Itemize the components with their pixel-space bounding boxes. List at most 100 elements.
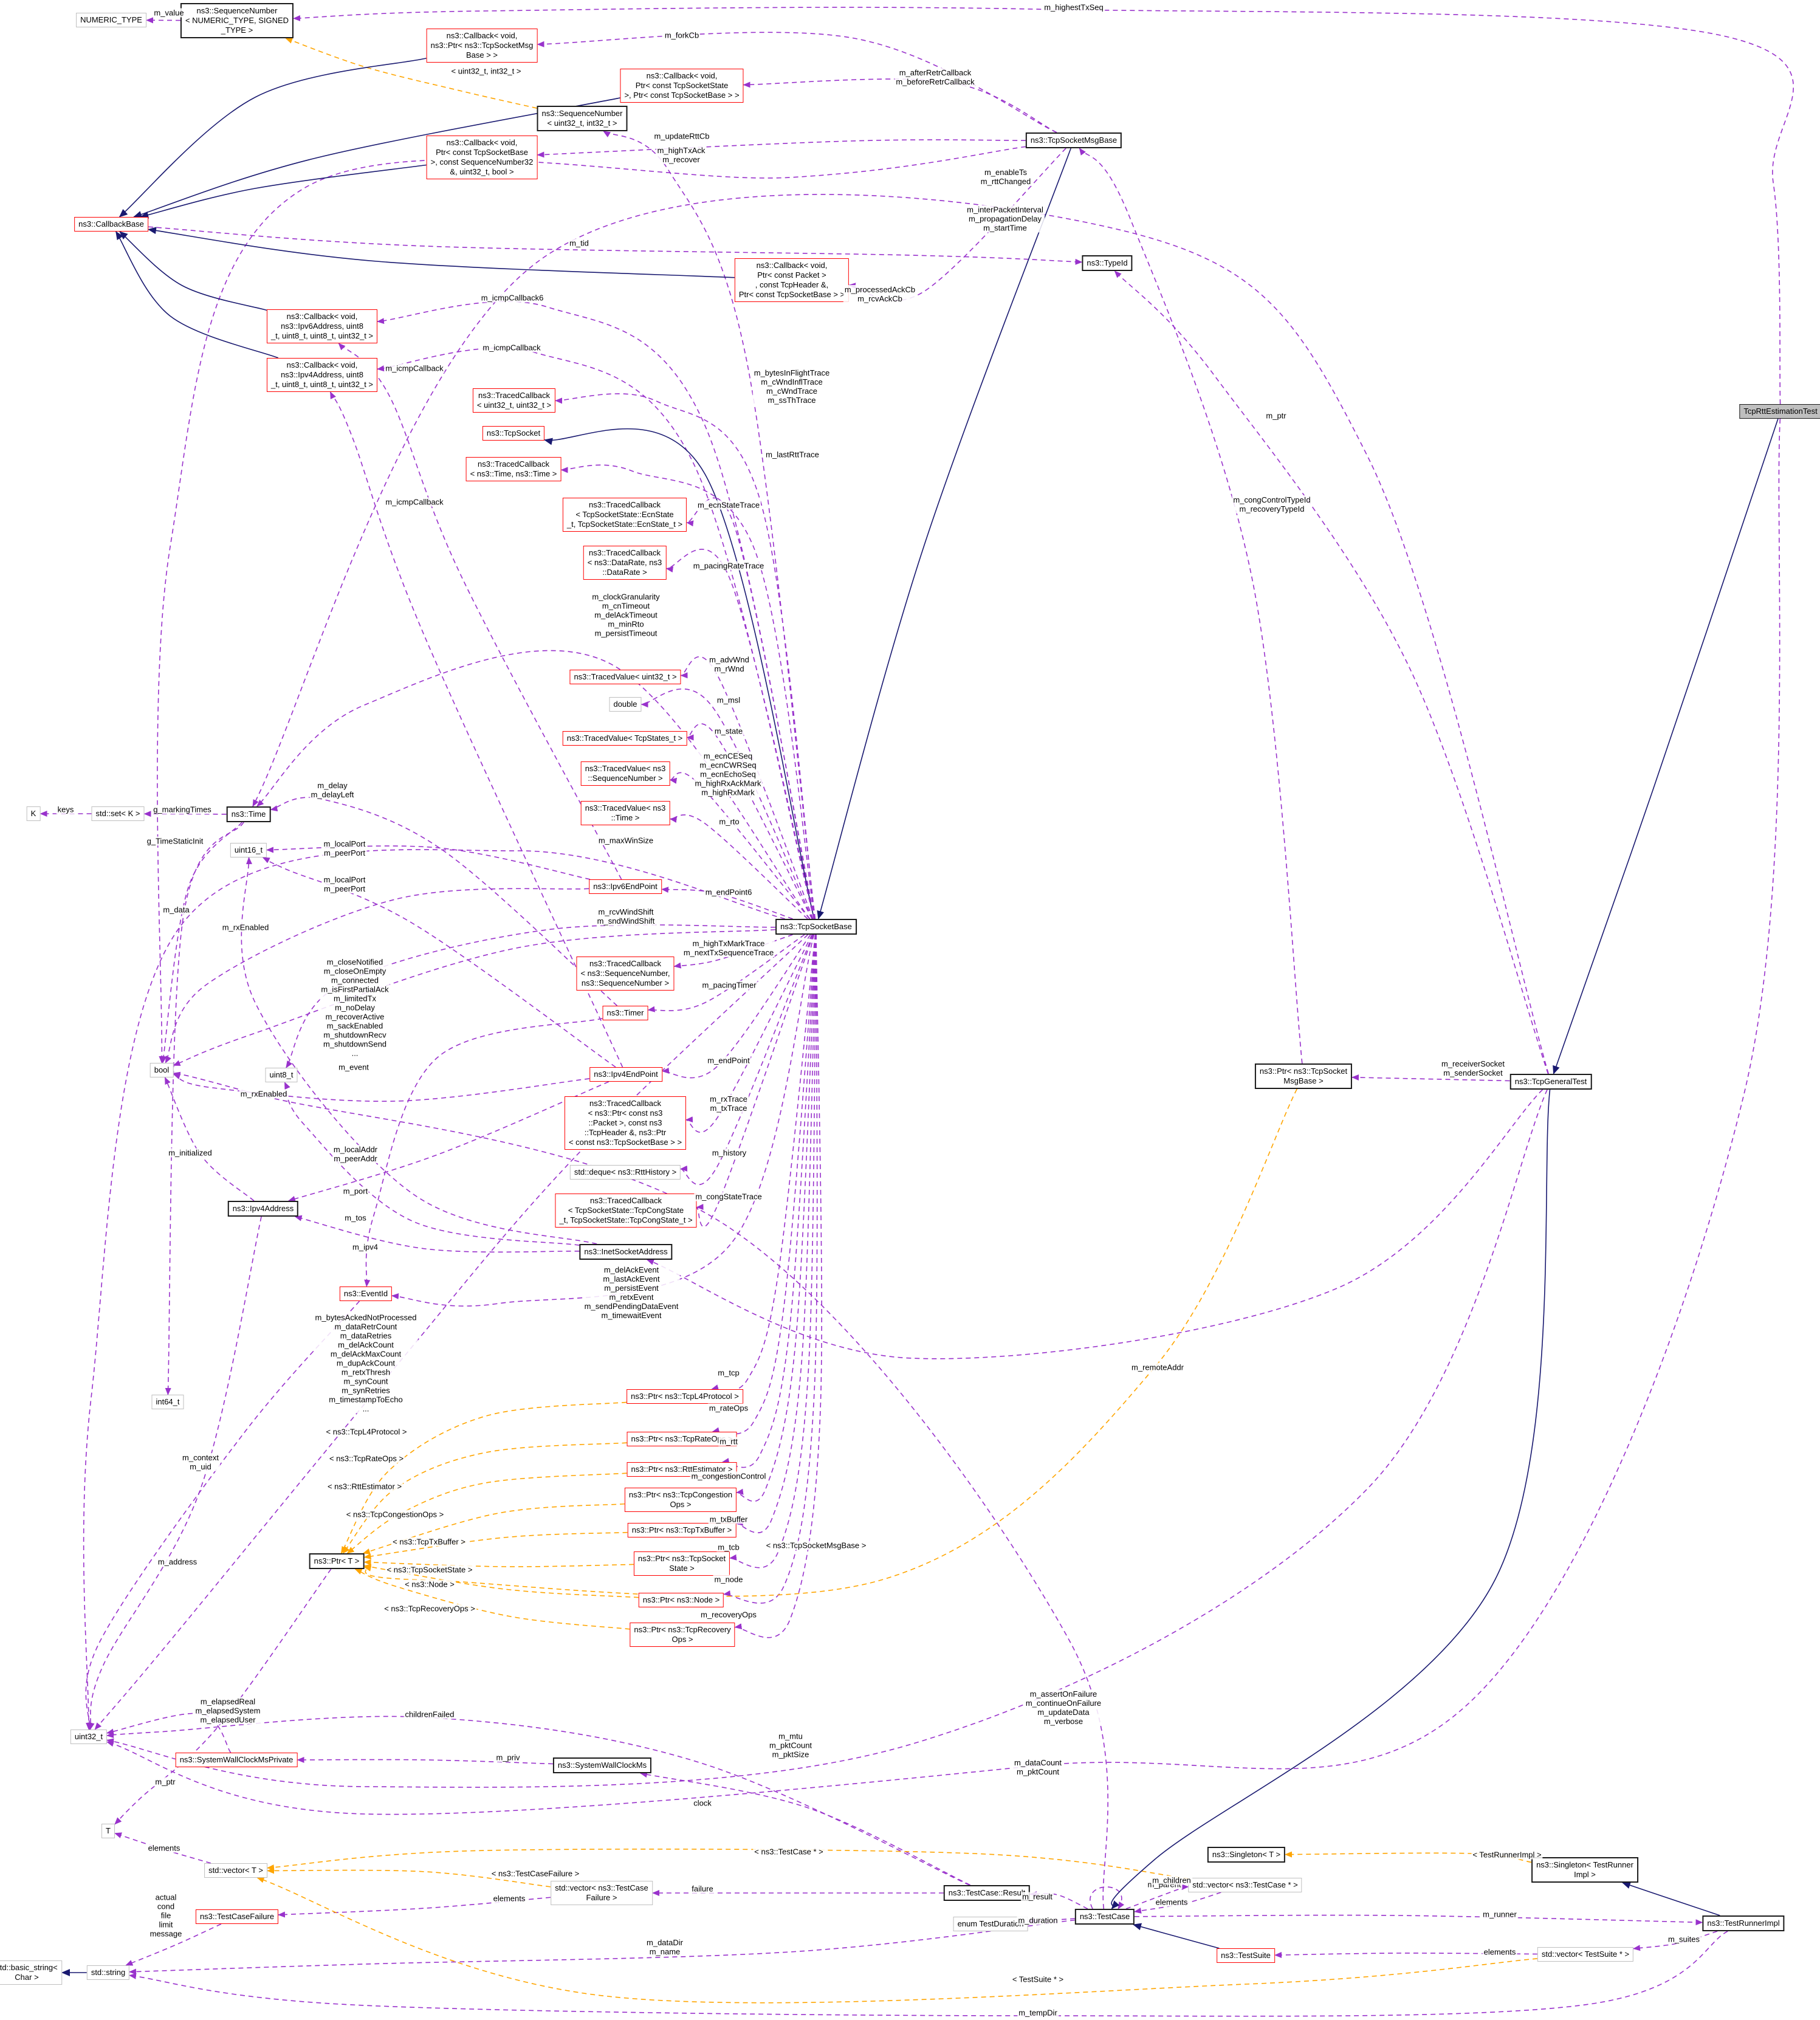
node-cb-packet[interactable]: ns3::Callback< void, Ptr< const Packet >… xyxy=(734,258,850,302)
edge-testrunnerimpl-vector-testsuiteptr xyxy=(1633,1931,1718,1951)
edge-label-rttest-seqnum-generic: m_highestTxSeq xyxy=(1043,2,1105,12)
edge-label-testcase-vector-testcaseptr: m_children xyxy=(1151,1875,1192,1885)
edge-label-tcpsocketbase-tv-tcpstates: m_state xyxy=(713,726,744,736)
edge-label-seqnum-uint32-seqnum-generic: < uint32_t, int32_t > xyxy=(450,66,523,76)
edge-tcpsocketmsgbase-bool xyxy=(157,146,1026,1063)
node-double[interactable]: double xyxy=(609,697,642,712)
edge-label-ptr-msgbase-tcpsocketmsgbase: m_ptr xyxy=(1265,411,1288,421)
edge-label-tcpgeneraltest-inetsocketaddress: m_remoteAddr xyxy=(1130,1362,1185,1372)
node-cb-seqnum32[interactable]: ns3::Callback< void, Ptr< const TcpSocke… xyxy=(426,136,538,179)
node-string[interactable]: std::string xyxy=(86,1965,130,1980)
node-ptr-congops[interactable]: ns3::Ptr< ns3::TcpCongestion Ops > xyxy=(624,1488,737,1512)
edge-rttest-uint32 xyxy=(106,418,1781,1815)
node-int64[interactable]: int64_t xyxy=(151,1395,184,1409)
node-cb-ipv6[interactable]: ns3::Callback< void, ns3::Ipv6Address, u… xyxy=(266,309,378,343)
node-numeric-type[interactable]: NUMERIC_TYPE xyxy=(76,13,146,27)
node-inetsocketaddress[interactable]: ns3::InetSocketAddress xyxy=(579,1244,673,1260)
node-basic-string[interactable]: std::basic_string< Char > xyxy=(0,1960,62,1985)
edge-ipv4endpoint-ipv4address xyxy=(287,1081,610,1202)
node-cb-ptr-msgbase[interactable]: ns3::Callback< void, ns3::Ptr< ns3::TcpS… xyxy=(426,29,538,63)
node-rttest[interactable]: TcpRttEstimationTest xyxy=(1739,404,1820,419)
node-vector-t[interactable]: std::vector< T > xyxy=(204,1863,267,1878)
node-ptr-txbuf[interactable]: ns3::Ptr< ns3::TcpTxBuffer > xyxy=(627,1523,737,1537)
node-eventid[interactable]: ns3::EventId xyxy=(339,1287,393,1301)
node-uint8[interactable]: uint8_t xyxy=(265,1068,298,1082)
edge-label-tcpsocketbase-ptr-sockstate: m_tcb xyxy=(716,1542,741,1552)
node-t[interactable]: T xyxy=(101,1824,115,1838)
node-tv-tcpstates[interactable]: ns3::TracedValue< TcpStates_t > xyxy=(562,731,687,746)
edge-cb-ptr-msgbase-callbackbase xyxy=(118,58,427,218)
edge-tcpsocketbase-time xyxy=(256,650,811,919)
node-ptr-sockstate[interactable]: ns3::Ptr< ns3::TcpSocket State > xyxy=(633,1551,730,1576)
node-tv-uint32[interactable]: ns3::TracedValue< uint32_t > xyxy=(569,670,681,684)
node-tcpsocketbase[interactable]: ns3::TcpSocketBase xyxy=(775,919,857,935)
edge-label-time-bool: g_TimeStaticInit xyxy=(145,836,205,846)
node-ipv4endpoint[interactable]: ns3::Ipv4EndPoint xyxy=(589,1067,662,1082)
node-tcpsocket[interactable]: ns3::TcpSocket xyxy=(482,426,545,441)
edge-tcpsocketbase-tcb-pkt xyxy=(685,934,812,1133)
node-enum-duration[interactable]: enum TestDuration xyxy=(953,1917,1028,1931)
edge-label-ipv6endpoint-bool: m_rxEnabled xyxy=(221,922,270,932)
edge-ptr-recovops-ptr-t xyxy=(354,1568,630,1630)
edge-testcase-testcase xyxy=(1090,1886,1125,1909)
edge-label-testcase-result-wallclockms: clock xyxy=(692,1798,713,1808)
edge-cb-ipv6-callbackbase xyxy=(119,231,267,311)
node-tcb-datarate[interactable]: ns3::TracedCallback < ns3::DataRate, ns3… xyxy=(583,546,667,580)
node-callbackbase[interactable]: ns3::CallbackBase xyxy=(74,217,148,232)
node-ptr-recovops[interactable]: ns3::Ptr< ns3::TcpRecovery Ops > xyxy=(630,1623,735,1647)
edge-label-ipv4address-uint32: m_address xyxy=(156,1557,199,1567)
edge-label-ptr-t-t: m_ptr xyxy=(154,1777,177,1787)
node-singleton-t[interactable]: ns3::Singleton< T > xyxy=(1207,1847,1286,1863)
node-vector-tcf[interactable]: std::vector< ns3::TestCase Failure > xyxy=(551,1881,653,1905)
node-ipv6endpoint[interactable]: ns3::Ipv6EndPoint xyxy=(589,879,662,894)
edge-label-ipv6endpoint-cb-ipv6: m_icmpCallback xyxy=(384,363,445,373)
node-ptr-tcpl4[interactable]: ns3::Ptr< ns3::TcpL4Protocol > xyxy=(627,1389,743,1404)
node-seqnum-uint32[interactable]: ns3::SequenceNumber < uint32_t, int32_t … xyxy=(537,106,628,131)
node-testrunnerimpl[interactable]: ns3::TestRunnerImpl xyxy=(1702,1915,1785,1931)
node-uint16[interactable]: uint16_t xyxy=(230,843,267,857)
edge-seqnum-uint32-seqnum-generic xyxy=(285,38,537,109)
node-testcase-result[interactable]: ns3::TestCase::Result xyxy=(943,1885,1031,1901)
node-seqnum-generic[interactable]: ns3::SequenceNumber < NUMERIC_TYPE, SIGN… xyxy=(180,3,294,38)
node-bool[interactable]: bool xyxy=(149,1063,174,1077)
node-vector-testsuiteptr[interactable]: std::vector< TestSuite * > xyxy=(1537,1947,1634,1962)
node-tcb-congstate[interactable]: ns3::TracedCallback < TcpSocketState::Tc… xyxy=(555,1194,697,1228)
node-time[interactable]: ns3::Time xyxy=(226,806,271,822)
node-tcb-seqnum2[interactable]: ns3::TracedCallback < ns3::SequenceNumbe… xyxy=(576,957,675,991)
edge-ptr-msgbase-ptr-t xyxy=(363,1088,1297,1597)
node-cb-sockstate[interactable]: ns3::Callback< void, Ptr< const TcpSocke… xyxy=(620,69,744,103)
node-ptr-rttest[interactable]: ns3::Ptr< ns3::RttEstimator > xyxy=(627,1462,737,1477)
edge-label-tcpsocketbase-tcb-seqnum2: m_highTxMarkTrace m_nextTxSequenceTrace xyxy=(682,939,775,957)
node-tv-time[interactable]: ns3::TracedValue< ns3 ::Time > xyxy=(580,801,670,825)
node-deque-rtthistory[interactable]: std::deque< ns3::RttHistory > xyxy=(569,1165,681,1180)
node-tcb-time[interactable]: ns3::TracedCallback < ns3::Time, ns3::Ti… xyxy=(465,457,561,481)
node-timer[interactable]: ns3::Timer xyxy=(602,1006,648,1020)
node-tcb-ecnstate[interactable]: ns3::TracedCallback < TcpSocketState::Ec… xyxy=(562,498,687,532)
edge-label-tcpsocketbase-uint32: m_maxWinSize xyxy=(597,836,655,845)
node-ptr-t[interactable]: ns3::Ptr< T > xyxy=(309,1553,365,1569)
node-ipv4address[interactable]: ns3::Ipv4Address xyxy=(227,1201,299,1217)
edge-ipv4endpoint-bool xyxy=(173,1073,590,1102)
node-tcpgeneraltest[interactable]: ns3::TcpGeneralTest xyxy=(1509,1074,1592,1090)
node-tv-seqnum[interactable]: ns3::TracedValue< ns3 ::SequenceNumber > xyxy=(580,761,670,786)
node-wallclockprivate[interactable]: ns3::SystemWallClockMsPrivate xyxy=(175,1753,298,1767)
edge-tcpsocketbase-ptr-congops xyxy=(736,934,817,1502)
node-k[interactable]: K xyxy=(26,806,41,821)
node-testcasefailure[interactable]: ns3::TestCaseFailure xyxy=(195,1909,279,1924)
node-tcpsocketmsgbase[interactable]: ns3::TcpSocketMsgBase xyxy=(1025,132,1122,148)
node-ptr-node[interactable]: ns3::Ptr< ns3::Node > xyxy=(638,1593,724,1607)
node-vector-testcaseptr[interactable]: std::vector< ns3::TestCase * > xyxy=(1188,1878,1302,1892)
node-typeid[interactable]: ns3::TypeId xyxy=(1082,255,1133,271)
node-tcb-uint32[interactable]: ns3::TracedCallback < uint32_t, uint32_t… xyxy=(472,388,556,413)
node-cb-ipv4[interactable]: ns3::Callback< void, ns3::Ipv4Address, u… xyxy=(266,358,378,392)
node-testsuite[interactable]: ns3::TestSuite xyxy=(1217,1948,1275,1963)
node-set-k[interactable]: std::set< K > xyxy=(91,806,145,821)
node-wallclockms[interactable]: ns3::SystemWallClockMs xyxy=(552,1757,652,1773)
node-tcb-pkt[interactable]: ns3::TracedCallback < ns3::Ptr< const ns… xyxy=(564,1096,687,1150)
edge-label-time-int64: m_data xyxy=(162,905,191,915)
node-ptr-msgbase[interactable]: ns3::Ptr< ns3::TcpSocket MsgBase > xyxy=(1254,1063,1353,1089)
node-testcase[interactable]: ns3::TestCase xyxy=(1074,1909,1135,1925)
node-singleton-tri[interactable]: ns3::Singleton< TestRunner Impl > xyxy=(1531,1857,1638,1883)
edge-tcpsocketbase-tv-seqnum xyxy=(669,772,810,919)
node-uint32[interactable]: uint32_t xyxy=(70,1730,108,1744)
